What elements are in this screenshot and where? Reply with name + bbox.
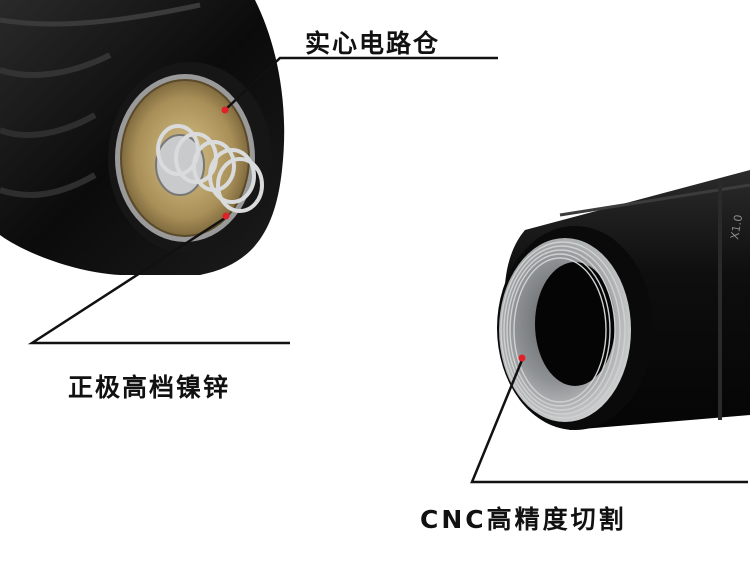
spring-contact bbox=[156, 124, 264, 213]
scale-engraving: X1.0 bbox=[728, 214, 745, 241]
marker-dot-positive bbox=[222, 212, 230, 220]
leader-lines bbox=[27, 56, 748, 484]
tail-cap bbox=[0, 0, 285, 275]
leader-line-positive bbox=[27, 216, 290, 345]
marker-dot-circuit bbox=[221, 106, 229, 114]
label-cnc-precision-cut: CNC高精度切割 bbox=[420, 505, 627, 534]
label-solid-circuit-chamber: 实心电路仓 bbox=[305, 29, 441, 58]
leader-line-cnc bbox=[470, 359, 748, 484]
thread-rings bbox=[500, 241, 626, 419]
label-positive-pole: 正极高档镍锌 bbox=[68, 373, 231, 402]
marker-dot-cnc bbox=[518, 354, 526, 362]
leader-line-circuit bbox=[224, 56, 498, 111]
